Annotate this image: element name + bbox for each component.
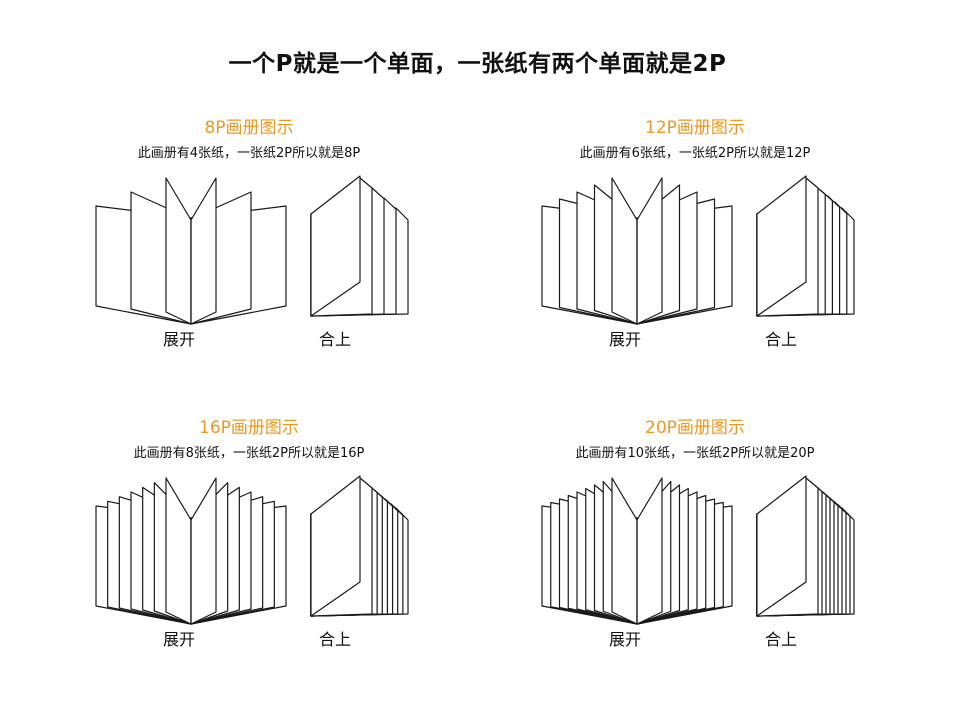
open-page-right xyxy=(636,177,663,325)
closed-booklet-illustration xyxy=(756,475,855,617)
closed-booklet-illustration xyxy=(310,475,409,617)
main-title: 一个P就是一个单面，一张纸有两个单面就是2P xyxy=(228,51,727,77)
panel-subtitle: 此画册有4张纸，一张纸2P所以就是8P xyxy=(137,146,361,161)
panel-subtitle: 此画册有8张纸，一张纸2P所以就是16P xyxy=(133,446,365,461)
open-page-left xyxy=(165,477,192,625)
open-booklet-illustration xyxy=(541,477,733,625)
panel-12p: 12P画册图示 此画册有6张纸，一张纸2P所以就是12P 展开 合上 xyxy=(530,118,860,383)
open-page-left xyxy=(165,177,192,325)
open-caption: 展开 xyxy=(608,630,641,649)
closed-caption: 合上 xyxy=(318,330,351,349)
open-page-left xyxy=(611,477,638,625)
open-caption: 展开 xyxy=(608,330,641,349)
panel-8p: 8P画册图示 此画册有4张纸，一张纸2P所以就是8P 展开 合上 xyxy=(84,118,414,383)
open-booklet-illustration xyxy=(95,477,287,625)
open-page-right xyxy=(190,177,217,325)
closed-caption: 合上 xyxy=(318,630,351,649)
booklet-figure xyxy=(541,475,855,625)
open-page-right xyxy=(190,477,217,625)
open-caption: 展开 xyxy=(162,630,195,649)
closed-cover xyxy=(310,175,361,317)
open-booklet-illustration xyxy=(541,177,733,325)
booklet-figure xyxy=(95,475,409,625)
closed-cover xyxy=(310,475,361,617)
closed-booklet-illustration xyxy=(310,175,409,317)
panel-title: 16P画册图示 xyxy=(199,418,299,438)
open-caption: 展开 xyxy=(162,330,195,349)
closed-cover xyxy=(756,475,807,617)
panel-subtitle: 此画册有6张纸，一张纸2P所以就是12P xyxy=(579,146,811,161)
booklet-figure xyxy=(95,175,409,325)
panel-subtitle: 此画册有10张纸，一张纸2P所以就是20P xyxy=(575,446,815,461)
open-booklet-illustration xyxy=(95,177,287,325)
closed-cover xyxy=(756,175,807,317)
panel-16p: 16P画册图示 此画册有8张纸，一张纸2P所以就是16P 展开 合上 xyxy=(84,418,414,683)
booklet-figure xyxy=(541,175,855,325)
panel-title: 20P画册图示 xyxy=(645,418,745,438)
closed-caption: 合上 xyxy=(764,330,797,349)
panel-title: 8P画册图示 xyxy=(204,118,294,138)
panel-20p: 20P画册图示 此画册有10张纸，一张纸2P所以就是20P 展开 合上 xyxy=(530,418,860,683)
open-page-right xyxy=(636,477,663,625)
closed-caption: 合上 xyxy=(764,630,797,649)
panel-title: 12P画册图示 xyxy=(645,118,745,138)
closed-booklet-illustration xyxy=(756,175,855,317)
open-page-left xyxy=(611,177,638,325)
